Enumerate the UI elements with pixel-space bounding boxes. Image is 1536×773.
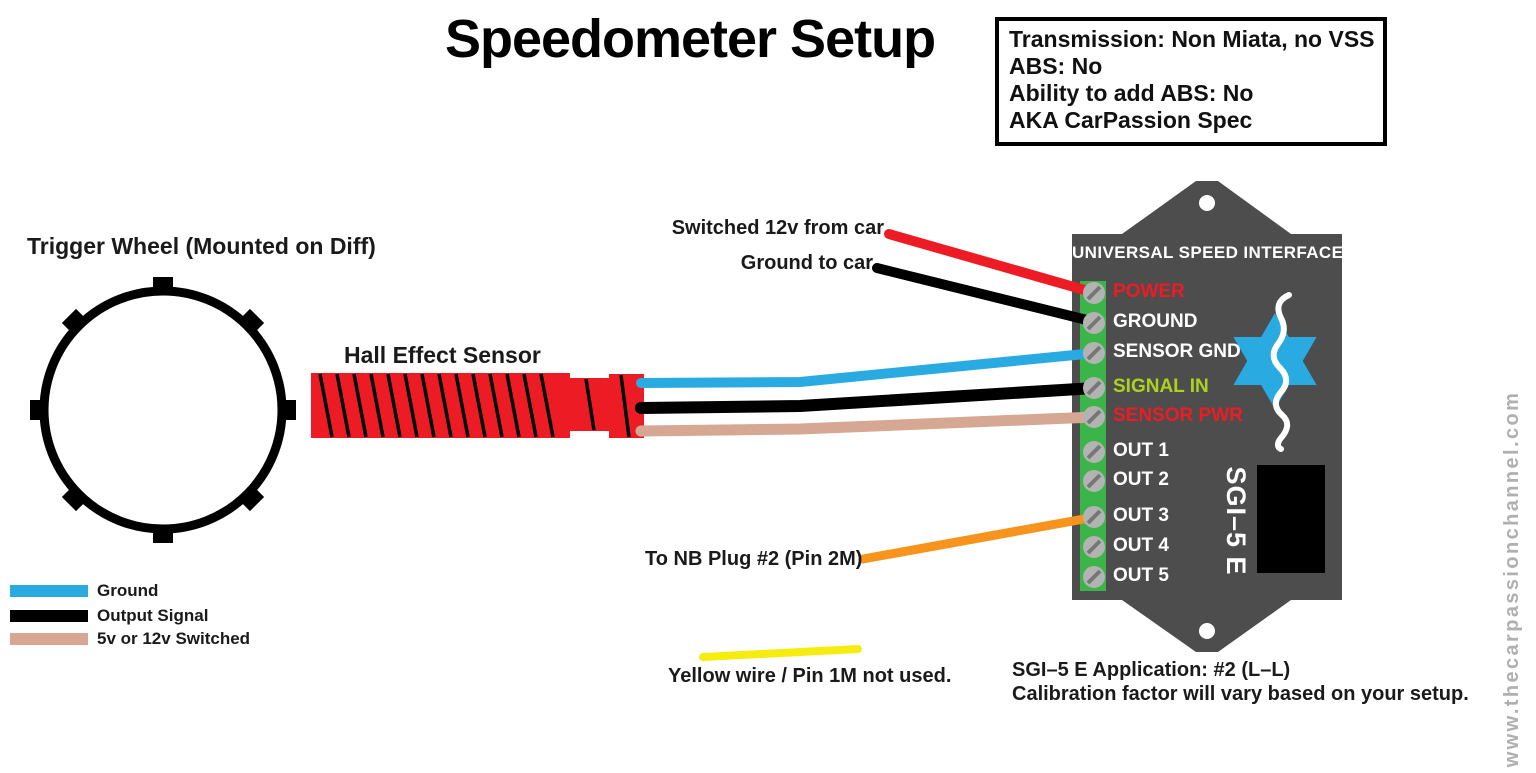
info-line-abs: ABS: No [1009,53,1103,79]
yellow-note: Yellow wire / Pin 1M not used. [668,665,952,687]
out3-wire [858,512,1100,564]
terminal-label-sensor-pwr: SENSOR PWR [1113,405,1243,426]
sensor-ground-wire [636,348,1100,388]
application-note: SGI–5 E Application: #2 (L–L) Calibratio… [1012,658,1469,706]
watermark: www.thecarpassionchannel.com [1501,390,1523,768]
switched-12v-label: Switched 12v from car [671,217,884,239]
hall-sensor-label: Hall Effect Sensor [344,342,541,368]
terminal-label-ground: GROUND [1113,311,1198,332]
sensor-power-wire [635,411,1101,437]
info-line-add-abs: Ability to add ABS: No [1009,80,1254,106]
trigger-wheel-ring [39,286,287,534]
trigger-wheel-label: Trigger Wheel (Mounted on Diff) [27,233,376,259]
legend-swatch-output-signal [10,610,88,622]
terminal-label-out1: OUT 1 [1113,440,1169,461]
terminal-label-power: POWER [1113,281,1185,302]
spec-info-box: Transmission: Non Miata, no VSS ABS: No … [995,17,1387,146]
legend-label-output-signal: Output Signal [97,606,209,625]
device-model-label: SGI–5 E [1221,466,1251,576]
info-line-transmission: Transmission: Non Miata, no VSS [1009,26,1375,52]
terminal-label-sensor-gnd: SENSOR GND [1113,341,1241,362]
terminal-label-out4: OUT 4 [1113,535,1169,556]
terminal-label-signal-in: SIGNAL IN [1113,376,1209,397]
terminal-label-out3: OUT 3 [1113,505,1169,526]
page-title: Speedometer Setup [444,9,936,69]
yellow-wire [699,645,862,661]
trigger-wheel [30,277,296,543]
terminal-label-out2: OUT 2 [1113,469,1169,490]
wires [635,229,1101,564]
legend-swatch-ground [10,585,88,597]
application-note-line1: SGI–5 E Application: #2 (L–L) [1012,659,1291,681]
info-line-aka: AKA CarPassion Spec [1009,107,1253,133]
terminal-screws [1083,282,1105,588]
mounting-hole-top [1199,195,1215,211]
legend-swatch-switched [10,633,88,645]
switched-12v-wire [884,229,1100,298]
hall-effect-sensor [311,373,644,438]
sensor-hatch-lines [318,373,631,438]
nb-plug-label: To NB Plug #2 (Pin 2M) [645,548,863,570]
terminal-label-out5: OUT 5 [1113,565,1169,586]
signal-wire [635,382,1101,414]
trigger-wheel-tabs [30,277,296,543]
device-header: UNIVERSAL SPEED INTERFACE [1072,243,1344,262]
component-block [1257,465,1325,573]
legend-label-switched: 5v or 12v Switched [97,629,251,648]
lightning-squiggle-icon [1270,292,1292,452]
application-note-line2: Calibration factor will vary based on yo… [1012,683,1469,705]
ground-to-car-label: Ground to car [740,252,873,274]
ground-to-car-wire [872,263,1100,327]
mounting-hole-bottom [1199,623,1215,639]
star-logo [1233,292,1317,452]
legend-label-ground: Ground [97,581,159,600]
